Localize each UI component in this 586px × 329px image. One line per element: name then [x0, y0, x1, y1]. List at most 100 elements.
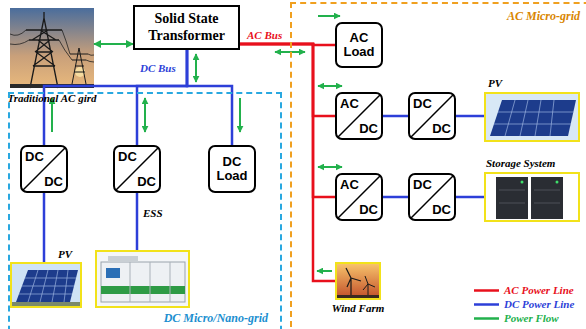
converter-label: DC — [137, 175, 156, 188]
converter-label: DC — [432, 203, 451, 216]
flow-arrow — [144, 98, 146, 132]
flow-arrow — [317, 270, 332, 272]
pylon — [26, 12, 62, 88]
picture-caption: Wind Farm — [332, 302, 384, 315]
logo-block — [106, 268, 120, 278]
sky — [10, 8, 94, 88]
converter-label: DC — [359, 122, 378, 135]
power-line — [383, 115, 408, 118]
box-label: AC Load — [340, 31, 378, 60]
converter-box: DCDC — [408, 92, 456, 140]
power-line — [187, 50, 232, 145]
pv-illustration — [12, 264, 80, 306]
status-led — [521, 181, 524, 184]
flow-arrow — [318, 15, 340, 17]
legend-line — [474, 289, 499, 292]
container-band — [101, 286, 185, 294]
ac-grid-region: AC Micro-gridAC LoadACDCDCDCPVACDCDCDCSt… — [290, 2, 586, 329]
converter-label: DC — [25, 150, 44, 163]
power-line — [43, 193, 46, 262]
power-line — [136, 193, 139, 250]
storage-picture: Storage System — [484, 172, 580, 222]
pylon — [70, 48, 88, 84]
panel-grid — [494, 100, 574, 136]
legend-line — [474, 317, 499, 320]
box-label: Solid State Transformer — [138, 11, 235, 43]
sky — [337, 264, 379, 298]
box-label: DC Load — [213, 155, 251, 184]
bus-label: DC Bus — [140, 62, 176, 75]
converter-box: ACDC — [335, 92, 383, 140]
power-wires — [10, 30, 94, 62]
pv-picture: PV — [10, 262, 82, 308]
power-line — [456, 196, 484, 199]
converter-label: AC — [340, 178, 359, 191]
wind-turbine — [346, 268, 361, 298]
region-title: DC Micro/Nano-grid — [164, 312, 268, 325]
converter-box: ACDC — [335, 173, 383, 221]
ground — [12, 302, 80, 306]
power-line — [240, 44, 335, 116]
wind-turbine — [363, 276, 375, 298]
grid-illustration — [10, 8, 94, 88]
load-box: AC Load — [335, 22, 383, 68]
cabinet-lines — [499, 190, 560, 203]
converter-box: DCDC — [113, 145, 161, 193]
ess-illustration — [97, 252, 188, 306]
slash-line — [337, 94, 381, 138]
legend-text: DC Power Line — [504, 298, 574, 311]
power-line — [137, 50, 187, 145]
bus-label: AC Bus — [247, 29, 282, 42]
converter-label: DC — [413, 97, 432, 110]
picture-caption: PV — [58, 248, 72, 261]
solar-panel — [16, 270, 78, 302]
power-line — [383, 196, 408, 199]
container-doors — [130, 262, 170, 302]
converter-label: AC — [340, 97, 359, 110]
cabinet — [531, 177, 563, 219]
roof-unit — [108, 256, 138, 262]
slash-line — [410, 175, 454, 219]
sky — [12, 264, 80, 306]
flow-arrow — [318, 85, 342, 87]
slash-line — [22, 147, 66, 191]
slash-line — [410, 94, 454, 138]
cabinet — [496, 177, 528, 219]
legend-text: AC Power Line — [504, 284, 574, 297]
wind-illustration — [337, 264, 379, 298]
flow-arrow — [318, 166, 342, 168]
ground — [337, 295, 379, 298]
slash-line — [115, 147, 159, 191]
converter-box: DCDC — [20, 145, 68, 193]
legend-samples — [474, 291, 499, 319]
converter-label: DC — [359, 203, 378, 216]
converter-label: DC — [118, 150, 137, 163]
panel-grid — [19, 270, 76, 302]
dc-grid-region: DC Micro/Nano-gridDCDCDCDCDC LoadPVESS — [8, 92, 282, 329]
converter-label: DC — [432, 122, 451, 135]
background — [486, 174, 578, 220]
pv-illustration — [486, 94, 578, 140]
region-title: AC Micro-grid — [507, 10, 580, 23]
picture-caption: PV — [488, 77, 502, 90]
flow-connector — [94, 43, 133, 45]
solar-panel — [490, 100, 576, 136]
load-box: DC Load — [208, 145, 256, 193]
flow-arrow — [239, 98, 241, 132]
converter-label: DC — [413, 178, 432, 191]
flow-arrow — [195, 54, 197, 82]
transformer-box: Solid State Transformer — [133, 5, 240, 50]
wind-picture: Wind Farm — [335, 262, 381, 300]
legend-line — [474, 303, 499, 306]
converter-label: DC — [44, 175, 63, 188]
container — [101, 262, 185, 302]
picture-caption: Storage System — [486, 157, 555, 170]
storage-illustration — [486, 174, 578, 220]
ess-picture: ESS — [95, 250, 190, 308]
power-line — [456, 115, 484, 118]
picture-caption: ESS — [143, 207, 163, 220]
power-flow-arrows — [52, 16, 342, 271]
grid-picture: Traditional AC gird — [10, 8, 94, 88]
converter-box: DCDC — [408, 173, 456, 221]
